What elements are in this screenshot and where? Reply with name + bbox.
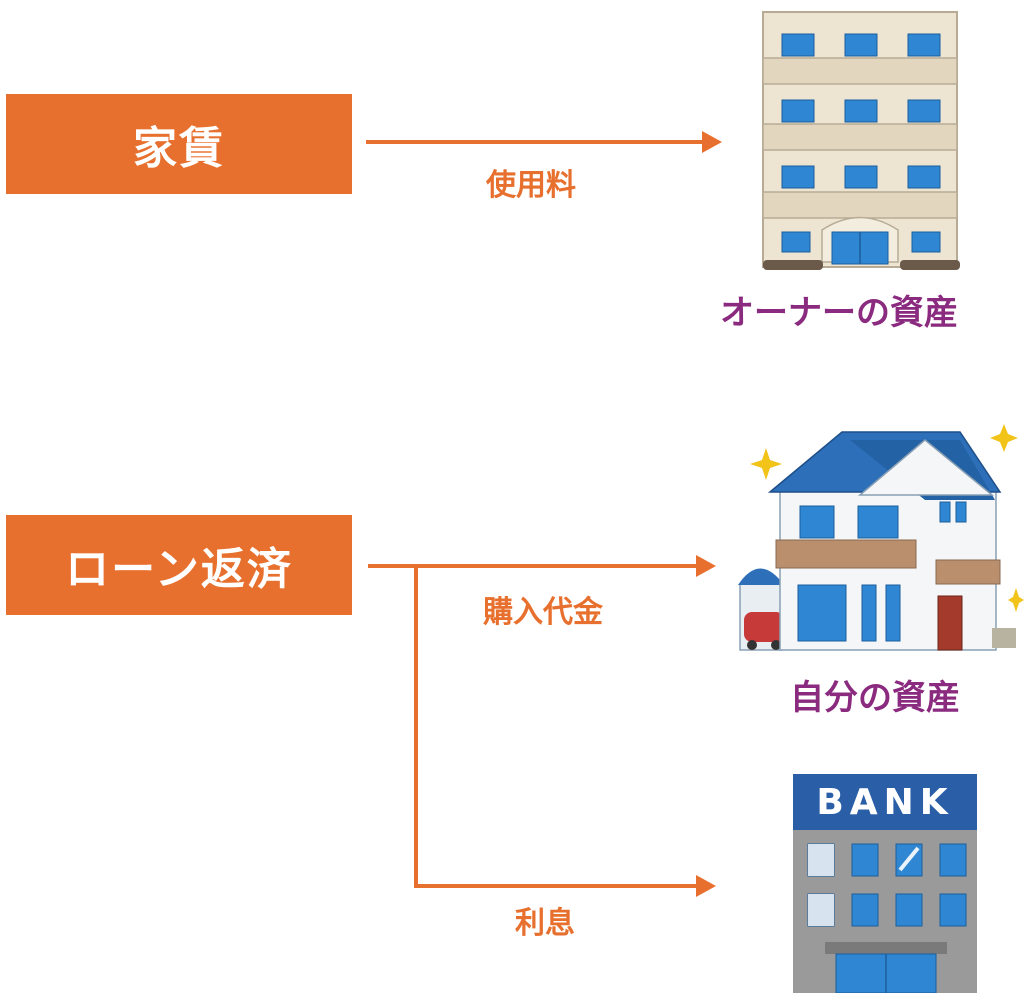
bank-sign-text: BANK (816, 782, 953, 823)
own-asset-caption: 自分の資産 (790, 678, 960, 718)
rent-box: 家賃 (6, 94, 352, 194)
rent-label: 家賃 (133, 123, 225, 174)
usage-fee-label: 使用料 (486, 168, 576, 203)
rent-arrowhead (702, 131, 722, 153)
loan-arrowhead (696, 555, 716, 577)
loan-repayment-box: ローン返済 (6, 515, 352, 615)
owner-asset-caption: オーナーの資産 (720, 293, 958, 333)
purchase-price-label: 購入代金 (483, 595, 603, 630)
interest-label: 利息 (515, 906, 575, 941)
interest-arrowhead (696, 875, 716, 897)
loan-repayment-label: ローン返済 (65, 544, 293, 595)
